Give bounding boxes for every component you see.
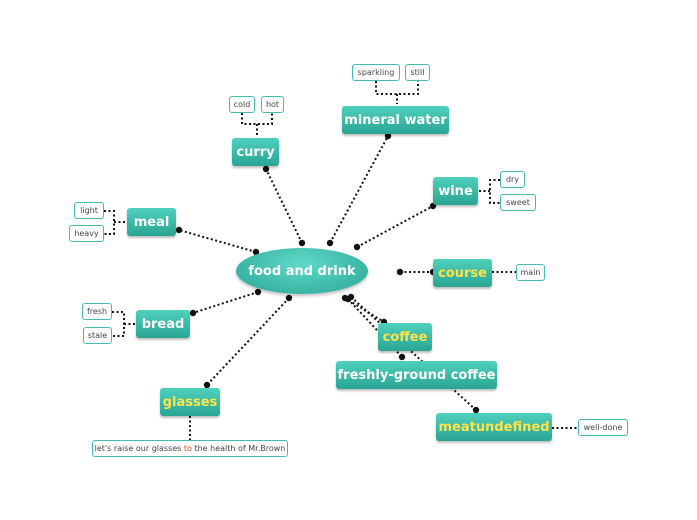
- note-text-after: the health of Mr.Brown: [191, 444, 286, 453]
- detail-sparkling[interactable]: sparkling: [352, 64, 400, 81]
- link-wine: [356, 205, 434, 248]
- link-meal: [178, 229, 257, 253]
- detail-label: cold: [233, 100, 251, 109]
- detail-label: main: [520, 268, 541, 277]
- topic-freshly-ground-coffee[interactable]: freshly-ground coffee: [336, 361, 497, 389]
- detail-label: heavy: [74, 229, 99, 238]
- dot: [189, 309, 197, 317]
- detail-label: hot: [265, 100, 280, 109]
- topic-label: coffee: [382, 329, 428, 345]
- bracket-water: [375, 81, 419, 104]
- detail-still[interactable]: still: [405, 64, 430, 81]
- note-text-highlight: to: [183, 444, 192, 453]
- topic-label: course: [438, 265, 487, 281]
- dot: [347, 293, 355, 301]
- detail-main[interactable]: main: [516, 264, 545, 281]
- topic-label: curry: [236, 144, 275, 160]
- topic-coffee[interactable]: coffee: [378, 323, 432, 351]
- topic-glasses[interactable]: glasses: [160, 388, 220, 416]
- topic-label: meatundefined: [438, 419, 550, 435]
- bracket-curry: [241, 113, 273, 136]
- topic-course[interactable]: course: [433, 259, 492, 287]
- detail-dry[interactable]: dry: [500, 171, 525, 188]
- detail-label: well-done: [583, 423, 623, 432]
- topic-meal[interactable]: meal: [127, 208, 176, 236]
- bracket-wine: [478, 179, 500, 204]
- link-mineral-water: [329, 135, 389, 244]
- detail-stale[interactable]: stale: [83, 327, 112, 344]
- detail-fresh[interactable]: fresh: [82, 303, 112, 320]
- dot: [326, 239, 334, 247]
- detail-label: stale: [87, 331, 108, 340]
- detail-label: fresh: [86, 307, 108, 316]
- topic-mineral-water[interactable]: mineral water: [342, 106, 449, 134]
- detail-label: sparkling: [357, 68, 395, 77]
- link-curry: [265, 168, 303, 244]
- detail-label: dry: [505, 175, 520, 184]
- dot: [384, 132, 392, 140]
- dot: [262, 165, 270, 173]
- detail-label: still: [410, 68, 425, 77]
- dot: [254, 288, 262, 296]
- topic-label: freshly-ground coffee: [337, 367, 496, 383]
- bracket-meal: [104, 210, 127, 235]
- detail-light[interactable]: light: [74, 202, 104, 219]
- topic-wine[interactable]: wine: [433, 177, 478, 205]
- detail-well-done[interactable]: well-done: [578, 419, 628, 436]
- detail-glasses-note[interactable]: let's raise our glasses to the health of…: [92, 440, 288, 457]
- dot: [285, 294, 293, 302]
- detail-sweet[interactable]: sweet: [500, 194, 536, 211]
- central-topic-label: food and drink: [248, 263, 356, 279]
- topic-label: meal: [133, 214, 170, 230]
- topic-curry[interactable]: curry: [232, 138, 279, 166]
- dot: [353, 243, 361, 251]
- topic-label: bread: [141, 316, 185, 332]
- topic-meatundefined[interactable]: meatundefined: [436, 413, 552, 441]
- link-glasses: [206, 297, 290, 386]
- topic-label: mineral water: [344, 112, 447, 128]
- dot: [472, 406, 480, 414]
- note-text-before: let's raise our glasses: [94, 444, 184, 453]
- topic-label: glasses: [162, 394, 218, 410]
- link-meatundefined: [350, 296, 477, 411]
- detail-heavy[interactable]: heavy: [69, 225, 104, 242]
- topic-label: wine: [438, 183, 473, 199]
- detail-label: light: [80, 206, 98, 215]
- bracket-bread: [112, 311, 136, 337]
- dot: [298, 239, 306, 247]
- central-topic[interactable]: food and drink: [236, 248, 368, 294]
- detail-cold[interactable]: cold: [229, 96, 255, 113]
- link-bread: [192, 291, 259, 314]
- dot: [203, 381, 211, 389]
- dot: [175, 226, 183, 234]
- topic-bread[interactable]: bread: [136, 310, 190, 338]
- detail-hot[interactable]: hot: [261, 96, 284, 113]
- dot: [398, 353, 406, 361]
- detail-label: sweet: [506, 198, 530, 207]
- dot: [396, 268, 404, 276]
